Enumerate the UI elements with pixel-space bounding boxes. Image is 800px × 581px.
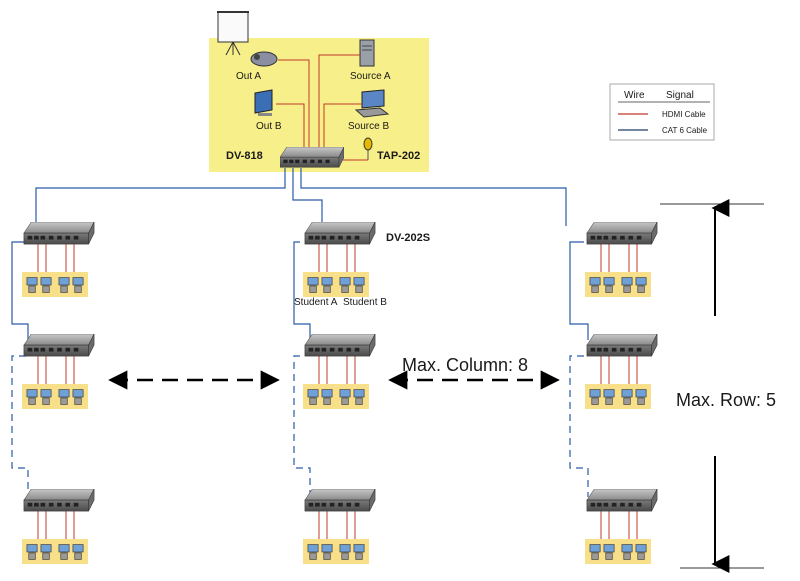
student-unit <box>22 222 95 297</box>
switch-label: DV-818 <box>226 150 263 162</box>
legend-header-wire: Wire <box>624 90 645 101</box>
student-b-label: Student B <box>343 297 387 308</box>
network-switch-icon <box>304 334 376 357</box>
tap-label: TAP-202 <box>377 150 420 162</box>
projector-icon <box>250 51 278 67</box>
head-hdmi-wiring <box>276 54 362 148</box>
network-switch-icon <box>586 489 658 512</box>
network-switch-icon <box>304 489 376 512</box>
student-pc-icon <box>26 277 38 293</box>
student-pc-icon <box>26 389 38 405</box>
unit-label: DV-202S <box>386 232 430 244</box>
monitor-icon <box>254 89 273 116</box>
student-a-label: Student A <box>294 297 338 308</box>
network-switch-icon <box>586 334 658 357</box>
out-a-label: Out A <box>236 71 261 82</box>
legend-hdmi-label: HDMI Cable <box>662 110 706 119</box>
student-unit <box>303 489 376 564</box>
cat6-column-links <box>11 241 589 340</box>
network-switch-icon <box>23 489 95 512</box>
student-pc-icon <box>26 544 38 560</box>
network-switch-icon <box>280 147 344 168</box>
student-unit <box>303 334 376 409</box>
student-unit <box>585 334 658 409</box>
legend-cat6-label: CAT 6 Cable <box>662 126 708 135</box>
max-column-label: Max. Column: 8 <box>402 355 528 375</box>
legend-header-signal: Signal <box>666 90 694 101</box>
projector-screen-icon <box>217 11 249 56</box>
student-unit <box>585 222 658 297</box>
network-switch-icon <box>23 334 95 357</box>
student-unit <box>303 222 376 297</box>
network-switch-icon <box>586 222 658 245</box>
network-switch-icon <box>304 222 376 245</box>
student-unit <box>22 334 95 409</box>
network-switch-icon <box>23 222 95 245</box>
student-stations <box>22 222 658 564</box>
student-unit <box>22 489 95 564</box>
legend: Wire Signal HDMI Cable CAT 6 Cable <box>609 83 715 141</box>
mic-icon <box>343 137 373 161</box>
cat6-column-links-dashed <box>11 355 589 497</box>
source-a-label: Source A <box>350 71 391 82</box>
student-unit <box>585 489 658 564</box>
cat6-trunk <box>35 168 567 226</box>
laptop-icon <box>354 89 390 118</box>
max-row-label: Max. Row: 5 <box>676 390 776 410</box>
desktop-pc-icon <box>359 39 375 67</box>
source-b-label: Source B <box>348 121 389 132</box>
out-b-label: Out B <box>256 121 282 132</box>
